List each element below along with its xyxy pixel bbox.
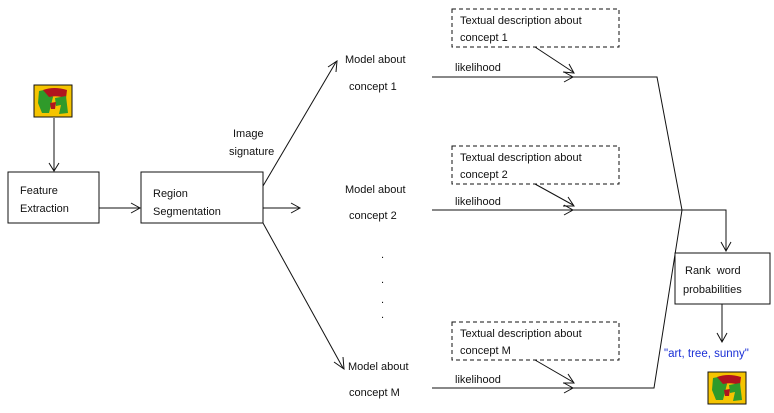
region-segmentation-label-1: Region [153, 188, 188, 200]
arrowhead [130, 202, 142, 214]
rank-label-2: probabilities [683, 284, 742, 296]
textual-description-1-line-1: Textual description about [460, 15, 582, 27]
arrowhead [333, 356, 345, 371]
textual-description-m-line-2: concept M [460, 345, 511, 357]
output-image-icon [707, 371, 747, 405]
textual-description-2-line-2: concept 2 [460, 169, 508, 181]
feature-extraction-label-1: Feature [20, 185, 58, 197]
image-signature-label-1: Image [233, 128, 264, 140]
arrowhead [290, 202, 302, 214]
arrow-description-2 [534, 183, 574, 206]
feature-extraction-label-2: Extraction [20, 203, 69, 215]
model-concept-1: concept 1 [349, 81, 397, 93]
ellipsis-dot-1: . [381, 249, 384, 261]
model-label-m: Model about [348, 361, 409, 373]
arrow-description-m [534, 359, 574, 383]
arrow-region-to-model-1 [262, 61, 337, 187]
merge-line-m [572, 209, 683, 389]
arrowhead [48, 162, 60, 172]
region-segmentation-box: Region Segmentation [140, 171, 264, 224]
arrow-region-to-model-m [262, 222, 344, 369]
model-concept-2: concept 2 [349, 210, 397, 222]
textual-description-m-line-1: Textual description about [460, 328, 582, 340]
annotation-words: "art, tree, sunny" [664, 348, 749, 360]
textual-description-box-2 [451, 145, 620, 185]
image-signature-label-2: signature [229, 146, 274, 158]
ellipsis-dot-2: . [381, 274, 384, 286]
input-image-icon [33, 84, 73, 118]
concept-m-group: Model about concept M Textual descriptio… [348, 321, 620, 399]
rank-word-probabilities-box: Rank word probabilities [674, 252, 771, 305]
rank-label-1: Rank word [685, 265, 741, 277]
model-label-1: Model about [345, 54, 406, 66]
likelihood-label-m: likelihood [455, 374, 501, 386]
ellipsis-dot-3: . [381, 294, 384, 306]
arrowhead [562, 63, 575, 74]
textual-description-box-1 [451, 8, 620, 48]
feature-extraction-box: Feature Extraction [7, 171, 100, 224]
merge-line-1 [572, 76, 683, 211]
textual-description-box-m [451, 321, 620, 361]
textual-description-1-line-2: concept 1 [460, 32, 508, 44]
arrow-description-1 [534, 46, 574, 73]
concept-2-group: Model about concept 2 Textual descriptio… [345, 145, 620, 222]
likelihood-label-2: likelihood [455, 196, 501, 208]
likelihood-label-1: likelihood [455, 62, 501, 74]
arrowhead [716, 332, 728, 344]
concept-1-group: Model about concept 1 Textual descriptio… [345, 8, 620, 93]
model-label-2: Model about [345, 184, 406, 196]
textual-description-2-line-1: Textual description about [460, 152, 582, 164]
merge-line-2 [572, 209, 727, 250]
region-segmentation-label-2: Segmentation [153, 206, 221, 218]
model-concept-m: concept M [349, 387, 400, 399]
arrowhead [327, 60, 338, 73]
arrowhead [720, 241, 732, 253]
arrowhead [563, 373, 575, 384]
ellipsis-dot-4: . [381, 309, 384, 321]
